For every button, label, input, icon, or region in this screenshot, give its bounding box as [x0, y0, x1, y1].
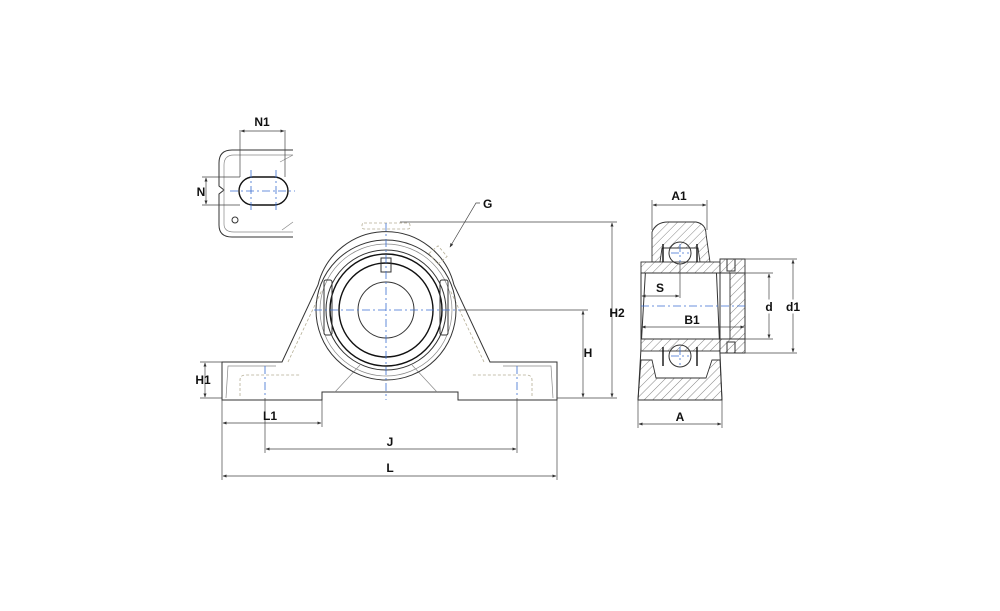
grease-nipple — [428, 245, 448, 265]
label-l1: L1 — [263, 409, 277, 423]
label-d: d — [765, 300, 772, 314]
label-n: N — [197, 185, 206, 199]
label-a: A — [676, 410, 685, 424]
label-h: H — [584, 346, 593, 360]
label-s: S — [656, 281, 664, 295]
label-d1: d1 — [786, 300, 800, 314]
housing-outline — [221, 231, 558, 401]
label-j: J — [387, 435, 394, 449]
slot-detail-view: N1 N — [197, 115, 295, 238]
label-l: L — [386, 461, 393, 475]
leader-g — [449, 202, 480, 248]
label-a1: A1 — [671, 189, 687, 203]
label-h2: H2 — [609, 306, 625, 320]
label-n1: N1 — [254, 115, 270, 129]
label-h1: H1 — [195, 373, 211, 387]
mounting-slot — [238, 176, 289, 206]
label-b1: B1 — [684, 313, 700, 327]
label-g: G — [483, 197, 492, 211]
side-section-view: A1 A S B1 d d1 — [637, 189, 803, 428]
front-view: G H2 H H1 L1 J L — [195, 197, 625, 480]
ball-bottom — [668, 344, 692, 368]
hole — [231, 216, 239, 224]
housing-section-bottom — [637, 359, 723, 401]
